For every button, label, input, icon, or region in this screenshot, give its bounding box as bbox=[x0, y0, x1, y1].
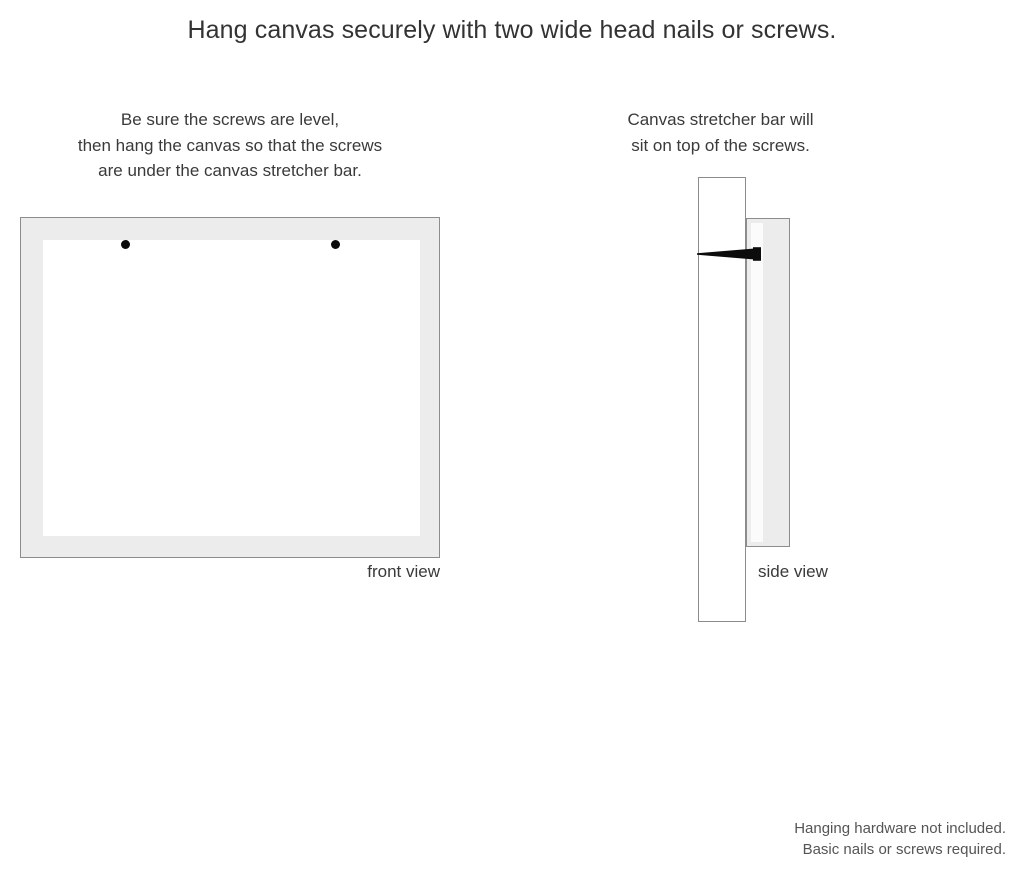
front-view-label: front view bbox=[367, 562, 440, 581]
page-title: Hang canvas securely with two wide head … bbox=[187, 16, 837, 44]
front-view-canvas-diagram bbox=[20, 217, 440, 558]
side-view-stretcher-bar bbox=[751, 223, 763, 542]
front-view-caption-line-1: Be sure the screws are level, bbox=[120, 110, 340, 129]
front-view-caption: Be sure the screws are level, then hang … bbox=[20, 107, 440, 184]
front-view-inner-panel bbox=[43, 240, 420, 536]
front-view-caption-line-2: then hang the canvas so that the screws bbox=[77, 135, 383, 155]
side-view-caption-line-1: Canvas stretcher bar will bbox=[627, 110, 814, 129]
front-view-caption-line-3: are under the canvas stretcher bar. bbox=[98, 161, 362, 180]
side-view-caption-line-2: sit on top of the screws. bbox=[631, 135, 810, 155]
front-view-screw-dot-right bbox=[331, 240, 340, 249]
front-view-screw-dot-left bbox=[121, 240, 130, 249]
side-view-caption: Canvas stretcher bar will sit on top of … bbox=[588, 107, 853, 158]
footer-note-line-1: Hanging hardware not included. bbox=[794, 820, 1006, 837]
side-view-screw-icon bbox=[697, 244, 763, 264]
side-view-label: side view bbox=[758, 562, 828, 581]
footer-note: Hanging hardware not included. Basic nai… bbox=[586, 818, 1006, 860]
footer-note-line-2: Basic nails or screws required. bbox=[802, 841, 1006, 858]
